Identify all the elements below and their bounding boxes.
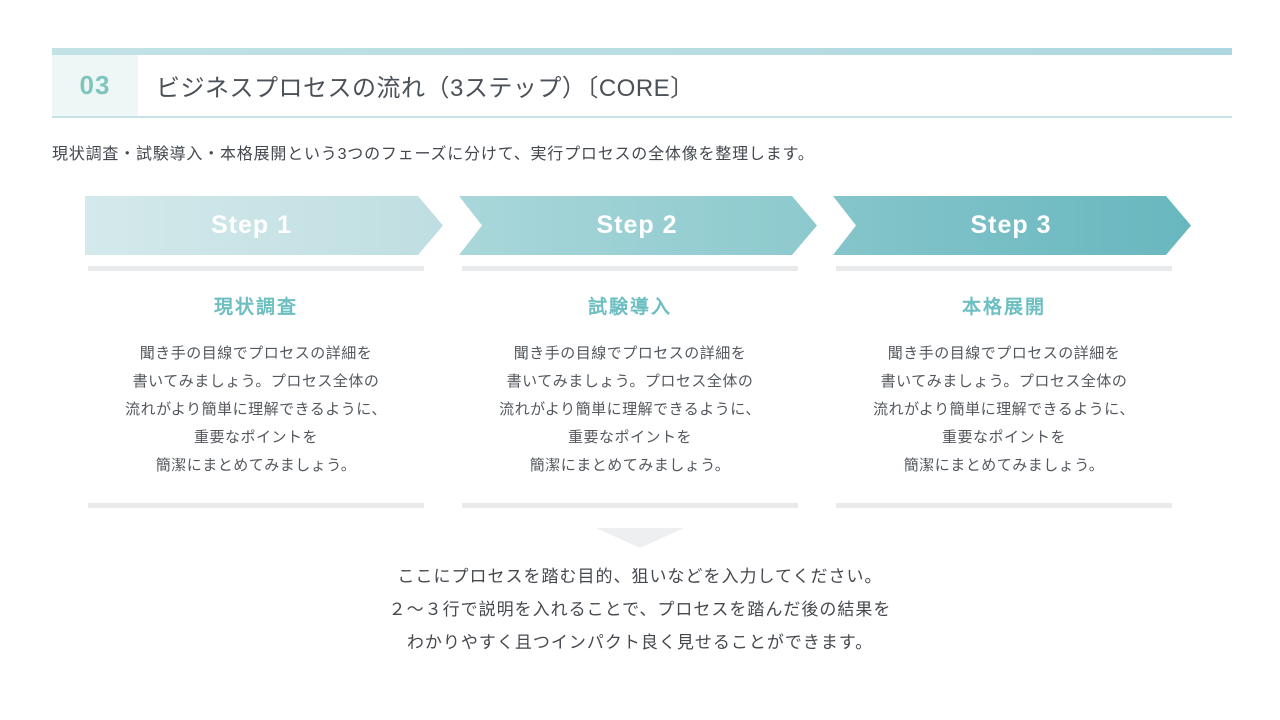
slide-subtitle: 現状調査・試験導入・本格展開という3つのフェーズに分けて、実行プロセスの全体像を… (52, 146, 815, 163)
step2-description: 聞き手の目線でプロセスの詳細を 書いてみましょう。プロセス全体の 流れがより簡単… (462, 340, 798, 480)
text-line: 重要なポイントを (567, 429, 692, 446)
text-line: 書いてみましょう。プロセス全体の (506, 373, 754, 390)
text-line: 書いてみましょう。プロセス全体の (132, 373, 380, 390)
text-line: 聞き手の目線でプロセスの詳細を (887, 345, 1121, 362)
text-line: 簡潔にまとめてみましょう。 (903, 457, 1105, 474)
step-column-1: Step 1 現状調査 聞き手の目線でプロセスの詳細を 書いてみましょう。プロセ… (85, 196, 443, 508)
section-number-badge: 03 (52, 55, 138, 116)
step2-arrow-banner: Step 2 (459, 196, 817, 255)
step-column-3: Step 3 本格展開 聞き手の目線でプロセスの詳細を 書いてみましょう。プロセ… (833, 196, 1191, 508)
step3-arrow-banner: Step 3 (833, 196, 1191, 255)
divider-line (836, 266, 1172, 271)
slide-title: ビジネスプロセスの流れ（3ステップ）〔CORE〕 (156, 75, 695, 102)
text-line: 簡潔にまとめてみましょう。 (155, 457, 357, 474)
text-line: 書いてみましょう。プロセス全体の (880, 373, 1128, 390)
top-accent-bar (52, 48, 1232, 55)
text-line: ここにプロセスを踏む目的、狙いなどを入力してください。 (397, 567, 883, 586)
step2-heading: 試験導入 (587, 297, 672, 318)
chevron-down-icon (596, 528, 684, 548)
step3-description: 聞き手の目線でプロセスの詳細を 書いてみましょう。プロセス全体の 流れがより簡単… (836, 340, 1172, 480)
text-line: 流れがより簡単に理解できるように、 (499, 401, 761, 418)
text-line: 重要なポイントを (941, 429, 1066, 446)
step3-heading: 本格展開 (961, 297, 1046, 318)
step2-arrow-label: Step 2 (596, 211, 678, 239)
text-line: 重要なポイントを (193, 429, 318, 446)
divider-line (462, 503, 798, 508)
step3-arrow-label: Step 3 (970, 211, 1052, 239)
text-line: わかりやすく且つインパクト良く見せることができます。 (406, 633, 874, 652)
text-line: 流れがより簡単に理解できるように、 (873, 401, 1135, 418)
divider-line (462, 266, 798, 271)
step-column-2: Step 2 試験導入 聞き手の目線でプロセスの詳細を 書いてみましょう。プロセ… (459, 196, 817, 508)
divider-line (88, 266, 424, 271)
divider-line (836, 503, 1172, 508)
text-line: 聞き手の目線でプロセスの詳細を (513, 345, 747, 362)
text-line: ２～３行で説明を入れることで、プロセスを踏んだ後の結果を (388, 600, 892, 619)
slide-header: 03 ビジネスプロセスの流れ（3ステップ）〔CORE〕 (52, 55, 1232, 118)
slide-footer-note: ここにプロセスを踏む目的、狙いなどを入力してください。 ２～３行で説明を入れるこ… (0, 560, 1280, 659)
step1-description: 聞き手の目線でプロセスの詳細を 書いてみましょう。プロセス全体の 流れがより簡単… (88, 340, 424, 480)
text-line: 簡潔にまとめてみましょう。 (529, 457, 731, 474)
step1-arrow-label: Step 1 (210, 211, 293, 239)
text-line: 流れがより簡単に理解できるように、 (125, 401, 387, 418)
text-line: 聞き手の目線でプロセスの詳細を (139, 345, 373, 362)
step1-arrow-banner: Step 1 (85, 196, 443, 255)
step1-heading: 現状調査 (213, 297, 298, 318)
divider-line (88, 503, 424, 508)
